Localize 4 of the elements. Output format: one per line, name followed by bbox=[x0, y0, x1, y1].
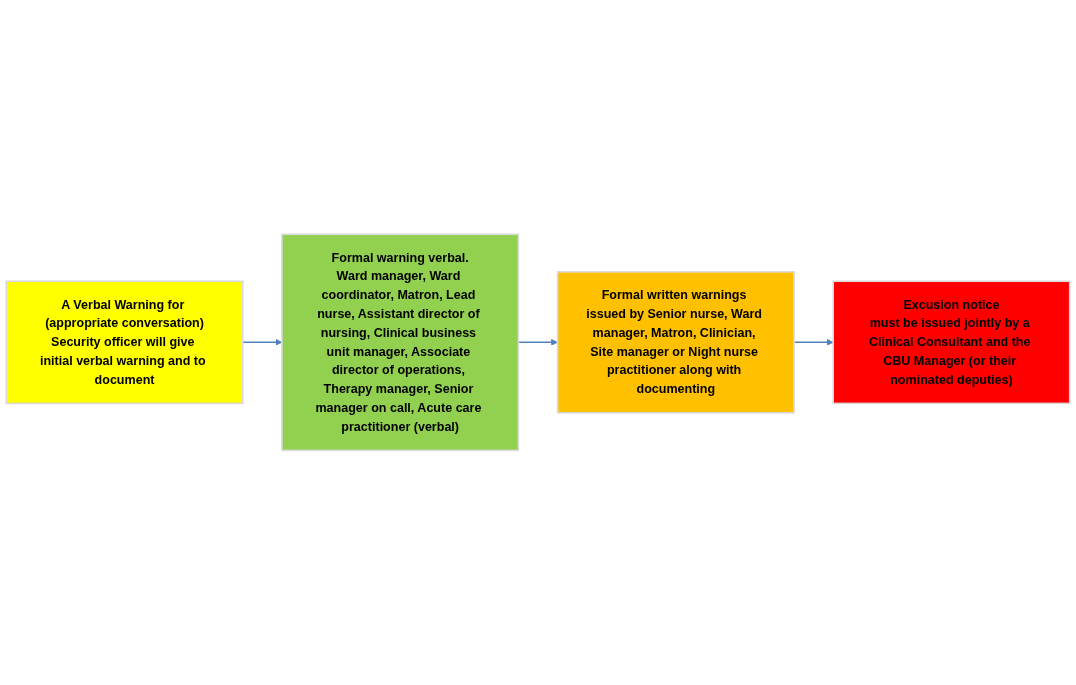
node-box: Formal written warnings issued by Senior nurse, Ward manager, Matron, Clinician, Site manager or Night nurse practitioner along with documenting bbox=[556, 271, 795, 414]
node-box: A Verbal Warning for (appropriate conversation) Security officer will give initial verbal warning and to document bbox=[5, 280, 244, 405]
node-box: Excusion notice must be issued jointly by a Clinical Consultant and the CBU Manager (or their nominated deputies) bbox=[832, 280, 1071, 405]
node-box: Formal warning verbal. Ward manager, Ward coordinator, Matron, Lead nurse, Assistant director of nursing, Clinical business unit manager, Associate director of operations, Therapy manager, Senior manager on call, Acute care practitioner (verbal) bbox=[281, 233, 520, 452]
